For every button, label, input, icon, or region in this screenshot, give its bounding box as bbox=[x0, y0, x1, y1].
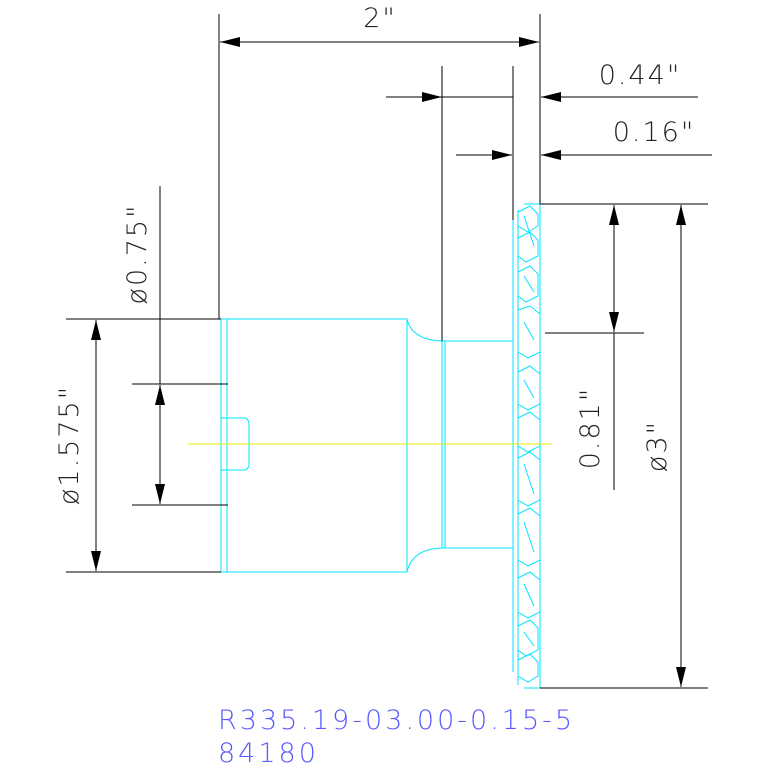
neck bbox=[442, 340, 513, 549]
cutter-disc bbox=[512, 203, 541, 689]
part-outline bbox=[220, 203, 541, 689]
dim-3in-label: ø3" bbox=[642, 420, 673, 472]
dim-081-label: 0.81" bbox=[575, 387, 606, 470]
dim-016-label: 0.16" bbox=[613, 117, 696, 148]
keyway-notch bbox=[220, 400, 250, 490]
item-number: 84180 bbox=[218, 738, 319, 767]
dim-075-label: ø0.75" bbox=[122, 203, 153, 304]
dim-044-label: 0.44" bbox=[599, 60, 682, 91]
dim-1575-label: ø1.575" bbox=[54, 385, 85, 505]
part-number: R335.19-03.00-0.15-5 bbox=[218, 705, 575, 736]
dimension-lines bbox=[66, 14, 712, 689]
dim-2in-label: 2" bbox=[363, 3, 397, 34]
insert-teeth bbox=[517, 205, 541, 683]
hub-body bbox=[220, 318, 443, 573]
